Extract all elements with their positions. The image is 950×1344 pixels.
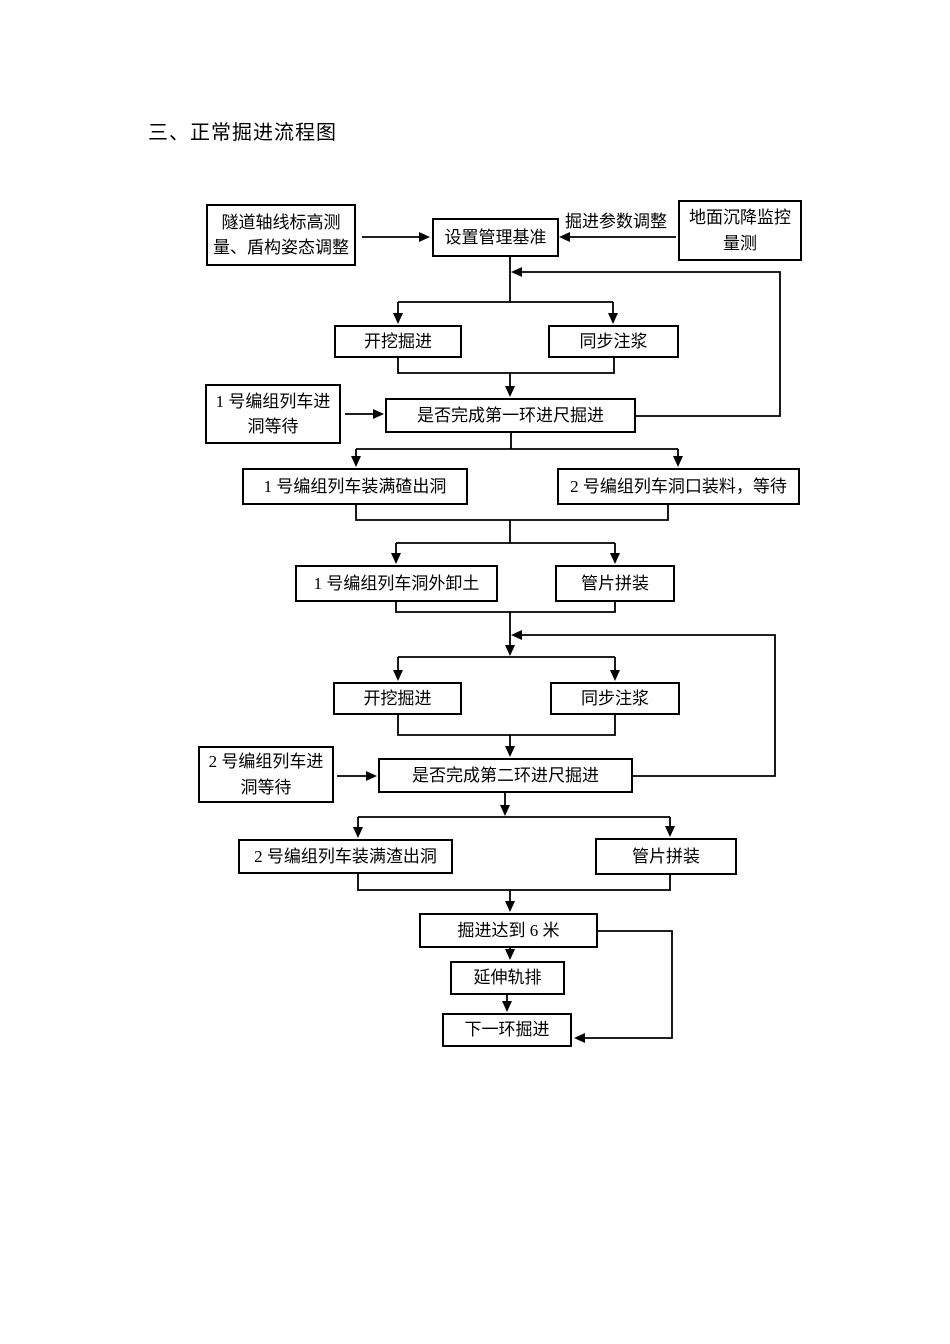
node-sync-grouting-2: 同步注浆	[550, 682, 680, 715]
node-reach-6m: 掘进达到 6 米	[419, 913, 598, 948]
node-segment-assembly-2: 管片拼装	[595, 838, 737, 875]
node-ring1-check: 是否完成第一环进尺掘进	[385, 398, 636, 433]
node-ground-settlement-monitoring: 地面沉降监控量测	[678, 200, 802, 261]
node-train2-load-wait: 2 号编组列车洞口装料，等待	[557, 468, 800, 505]
node-ring2-check: 是否完成第二环进尺掘进	[378, 758, 633, 793]
node-extend-rail: 延伸轨排	[450, 961, 565, 995]
node-excavation-2: 开挖掘进	[333, 682, 462, 715]
node-set-management-benchmark: 设置管理基准	[432, 218, 559, 257]
edge-label-param-adjust: 掘进参数调整	[565, 207, 667, 232]
page-title: 三、正常掘进流程图	[148, 122, 337, 144]
node-train2-enter-wait: 2 号编组列车进洞等待	[198, 746, 334, 803]
node-sync-grouting-1: 同步注浆	[548, 325, 679, 358]
node-tunnel-axis-survey: 隧道轴线标高测量、盾构姿态调整	[206, 204, 356, 266]
node-train1-full-exit: 1 号编组列车装满碴出洞	[242, 468, 468, 505]
node-train2-full-exit: 2 号编组列车装满渣出洞	[238, 839, 453, 874]
node-train1-enter-wait: 1 号编组列车进洞等待	[205, 384, 341, 444]
node-excavation-1: 开挖掘进	[334, 325, 462, 358]
node-segment-assembly-1: 管片拼装	[555, 565, 675, 602]
node-train1-unload: 1 号编组列车洞外卸土	[295, 565, 498, 602]
node-next-ring: 下一环掘进	[442, 1013, 572, 1047]
